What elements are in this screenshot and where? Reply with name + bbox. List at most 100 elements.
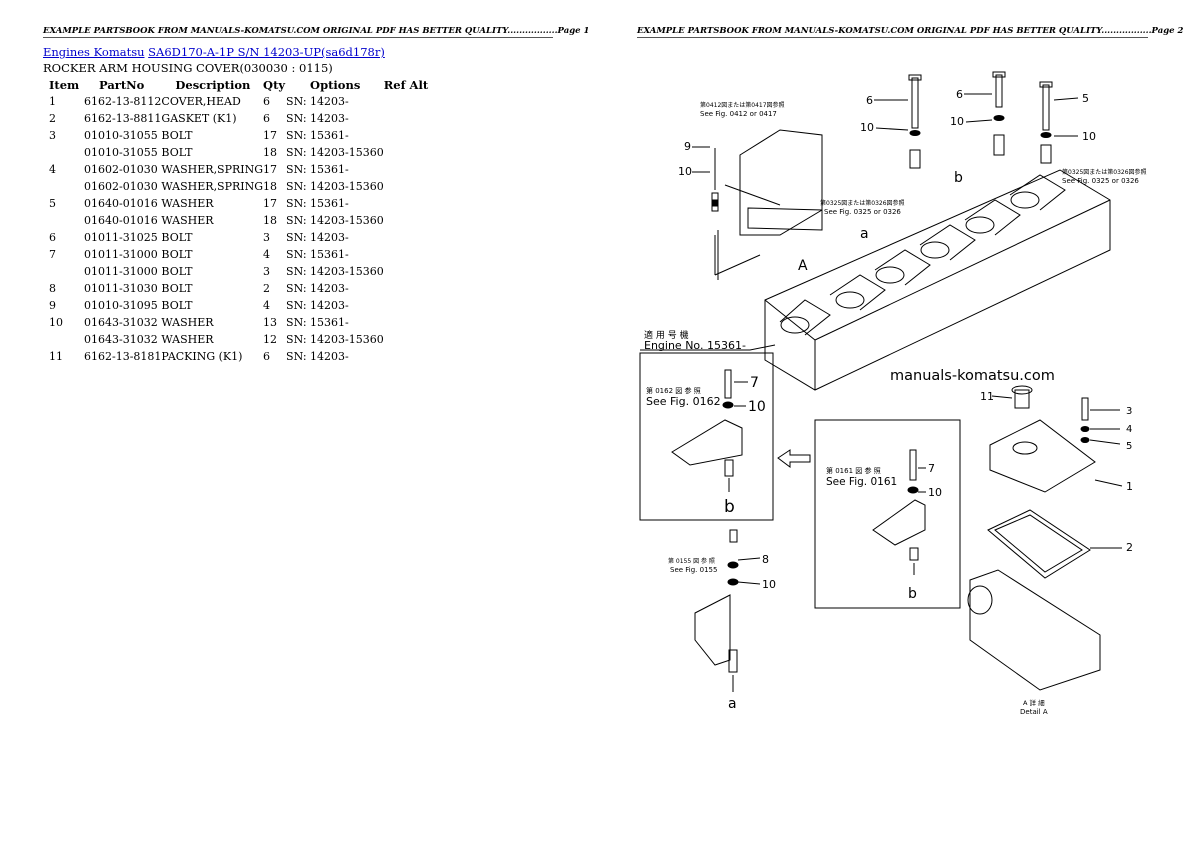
engine-no-label: Engine No. 15361- <box>644 339 746 352</box>
cell-description: GASKET (K1) <box>161 112 237 125</box>
cell-options: SN: 14203-15360 <box>286 333 384 346</box>
cell-ref-alt <box>384 297 444 314</box>
fig-0155-jp: 第 0155 図 参 照 <box>668 557 715 565</box>
cell-item: 11 <box>49 350 63 363</box>
cell-options: SN: 14203-15360 <box>286 180 384 193</box>
cell-ref-alt <box>384 314 444 331</box>
fig-0161-inset: 第 0161 図 参 照 See Fig. 0161 7 10 b <box>814 419 961 609</box>
cell-options: SN: 14203-15360 <box>286 265 384 278</box>
cell-qty: 2 <box>263 282 271 295</box>
cell-options: SN: 14203-15360 <box>286 214 384 227</box>
cell-partno: 01640-01016 <box>84 214 158 227</box>
callout-10-d: 10 <box>1082 130 1096 143</box>
fig-0325-jp-right: 第0325図または第0326図参照 <box>1062 168 1147 176</box>
cell-partno: 6162-13-8181 <box>84 350 162 363</box>
cover-exploded-right: 11 3 4 5 1 2 A 詳 細 Detail A <box>967 385 1133 716</box>
bracket-lower-left: 第 0155 図 参 照 See Fig. 0155 8 10 a <box>668 529 776 712</box>
detail-a-jp: A 詳 細 <box>1023 698 1045 707</box>
callout-3: 3 <box>1126 406 1132 417</box>
cell-partno: 6162-13-8112 <box>84 95 162 108</box>
cell-options: SN: 15361- <box>286 316 349 329</box>
cell-options: SN: 15361- <box>286 129 349 142</box>
cell-qty: 6 <box>263 350 271 363</box>
cell-options: SN: 14203- <box>286 95 349 108</box>
cell-ref-alt <box>384 110 444 127</box>
callout-labels-upper-left: 9 10 第0412図または第0417図参照 See Fig. 0412 or … <box>678 101 785 178</box>
cell-qty: 4 <box>263 248 271 261</box>
letter-a-lower: a <box>728 696 737 712</box>
cell-partno: 01011-31000 <box>84 248 158 261</box>
callout-6-b: 6 <box>956 88 963 101</box>
table-header-row: Item PartNo Description Qty Options Ref … <box>43 77 444 93</box>
cell-item: 8 <box>49 282 56 295</box>
cell-partno: 01643-31032 <box>84 316 158 329</box>
cell-partno: 01643-31032 <box>84 333 158 346</box>
callout-11: 11 <box>980 390 994 403</box>
cell-ref-alt <box>384 348 444 365</box>
callout-5: 5 <box>1082 92 1089 105</box>
cell-qty: 18 <box>263 214 278 227</box>
callout-10-inset: 10 <box>748 399 766 415</box>
cell-options: SN: 14203- <box>286 112 349 125</box>
cell-description: WASHER,SPRING <box>161 163 264 176</box>
cell-description: WASHER,SPRING <box>161 180 264 193</box>
cell-qty: 17 <box>263 129 278 142</box>
cell-description: BOLT <box>161 299 193 312</box>
cell-options: SN: 14203- <box>286 350 349 363</box>
cell-description: PACKING (K1) <box>161 350 243 363</box>
cell-item <box>43 331 84 348</box>
cell-ref-alt <box>384 127 444 144</box>
parts-table: Item PartNo Description Qty Options Ref … <box>43 77 444 365</box>
fig-0325-label-right: See Fig. 0325 or 0326 <box>1062 177 1139 185</box>
cell-item: 6 <box>49 231 56 244</box>
cell-partno: 01011-31030 <box>84 282 158 295</box>
cell-options: SN: 15361- <box>286 163 349 176</box>
column-header-partno: PartNo <box>99 78 145 92</box>
cell-item: 5 <box>49 197 56 210</box>
cell-description: BOLT <box>161 146 193 159</box>
page-2-header: EXAMPLE PARTSBOOK FROM MANUALS-KOMATSU.C… <box>637 26 1184 38</box>
callout-labels-top: 6 10 6 10 5 10 第0325図または第0326図参照 See Fig… <box>798 88 1147 274</box>
fig-0325-jp-mid: 第0325図または第0326図参照 <box>820 199 905 207</box>
cell-qty: 3 <box>263 231 271 244</box>
letter-b-box: b <box>908 586 917 602</box>
cell-item: 9 <box>49 299 56 312</box>
cell-item <box>43 212 84 229</box>
cell-partno: 01010-31055 <box>84 146 158 159</box>
callout-10-box: 10 <box>928 486 942 499</box>
cell-ref-alt <box>384 178 444 195</box>
letter-a-top: a <box>860 226 869 242</box>
cell-partno: 6162-13-8811 <box>84 112 162 125</box>
cell-item: 3 <box>49 129 56 142</box>
cell-ref-alt <box>384 144 444 161</box>
fig-0161-label: See Fig. 0161 <box>826 476 897 488</box>
letter-A-marker: A <box>798 258 808 274</box>
callout-2: 2 <box>1126 541 1133 554</box>
page-1-header: EXAMPLE PARTSBOOK FROM MANUALS-KOMATSU.C… <box>43 26 590 38</box>
cell-item <box>43 263 84 280</box>
cell-ref-alt <box>384 93 444 110</box>
callout-10-left: 10 <box>678 165 692 178</box>
breadcrumb: Engines Komatsu SA6D170-A-1P S/N 14203-U… <box>43 45 385 59</box>
cell-description: WASHER <box>161 316 214 329</box>
breadcrumb-link-model[interactable]: SA6D170-A-1P S/N 14203-UP(sa6d178r) <box>148 45 385 59</box>
cell-options: SN: 14203- <box>286 231 349 244</box>
callout-5-right: 5 <box>1126 441 1132 452</box>
cell-options: SN: 15361- <box>286 248 349 261</box>
breadcrumb-link-engines[interactable]: Engines Komatsu <box>43 45 145 59</box>
fig-0325-label-mid: See Fig. 0325 or 0326 <box>824 208 901 216</box>
cell-partno: 01602-01030 <box>84 180 158 193</box>
fig-0412-label: See Fig. 0412 or 0417 <box>700 110 777 118</box>
cell-qty: 13 <box>263 316 278 329</box>
head-cover-row <box>779 174 1066 336</box>
